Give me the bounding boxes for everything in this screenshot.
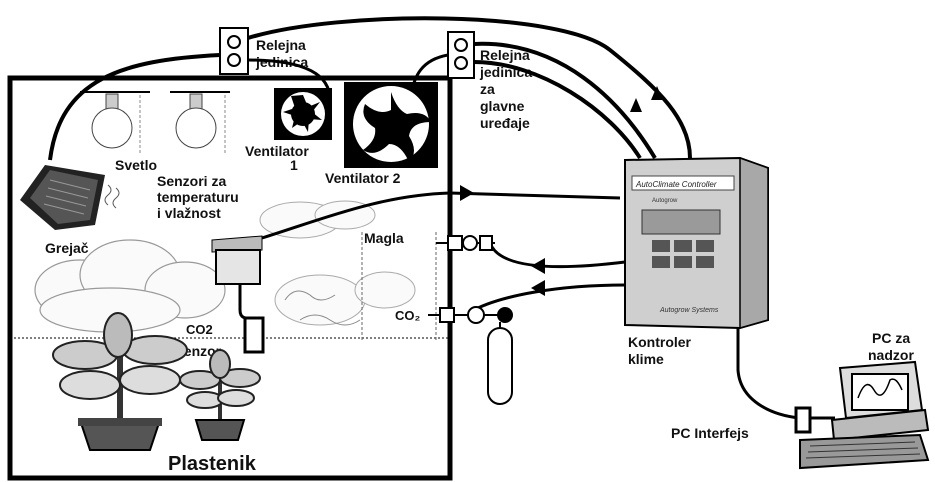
- controller-label-line2: klime: [628, 351, 664, 367]
- heater-label: Grejač: [45, 240, 89, 256]
- fan-1-icon: [274, 88, 332, 140]
- fog-valve-icon: [436, 235, 495, 251]
- co2-sensor-box: [243, 316, 265, 354]
- co2-sensor-label-line2: senzor: [176, 343, 222, 359]
- wires: [48, 16, 835, 420]
- relay2-label-line3: za: [480, 81, 495, 97]
- cloud-left: [34, 239, 226, 333]
- co2-sensor-label-line1: CO2: [186, 322, 213, 337]
- pc-computer-icon: [799, 360, 930, 470]
- fog-label: Magla: [364, 230, 404, 246]
- temp-humidity-sensor: [211, 235, 263, 285]
- relay1-label-line1: Relejna: [256, 37, 306, 53]
- cloud-right: [259, 200, 416, 326]
- sensors-label-line2: temperaturu: [157, 189, 239, 205]
- relay2-label-line1: Relejna: [480, 47, 530, 63]
- flow-arrows: [460, 86, 663, 296]
- controller-label-line1: Kontroler: [628, 334, 692, 350]
- relay2-label-line4: glavne: [480, 98, 525, 114]
- controller-sub: Autogrow: [652, 198, 678, 204]
- light-bulb-icon: [80, 91, 230, 155]
- fan1-label-line2: 1: [290, 157, 298, 173]
- plant-small-icon: [179, 349, 261, 441]
- light-label: Svetlo: [115, 157, 157, 173]
- fan-2-icon: [344, 82, 438, 168]
- plant-large-icon: [52, 312, 188, 451]
- pc-label-line1: PC za: [872, 330, 910, 346]
- pc-interface-box: [794, 406, 812, 434]
- sensors-label-line1: Senzori za: [157, 173, 226, 189]
- co2-tank-icon: [428, 306, 513, 405]
- climate-controller-icon: AutoClimate Controller Autogrow Autogrow…: [624, 156, 769, 330]
- greenhouse-frame: [7, 75, 453, 481]
- sensors-label-line3: i vlažnost: [157, 205, 221, 221]
- heater-icon: [20, 165, 120, 230]
- co2-tank-label: CO₂: [395, 308, 421, 323]
- pc-label-line2: nadzor: [868, 347, 914, 363]
- pc-interface-label: PC Interfejs: [671, 425, 749, 441]
- controller-bottom: Autogrow Systems: [659, 307, 719, 314]
- fan2-label: Ventilator 2: [325, 170, 401, 186]
- relay-unit-2: [447, 31, 475, 79]
- greenhouse-label: Plastenik: [168, 453, 257, 475]
- relay-unit-1: [219, 27, 249, 75]
- fan1-label-line1: Ventilator: [245, 143, 309, 159]
- controller-brand: AutoClimate Controller: [635, 180, 717, 189]
- relay2-label-line5: uređaje: [480, 115, 530, 131]
